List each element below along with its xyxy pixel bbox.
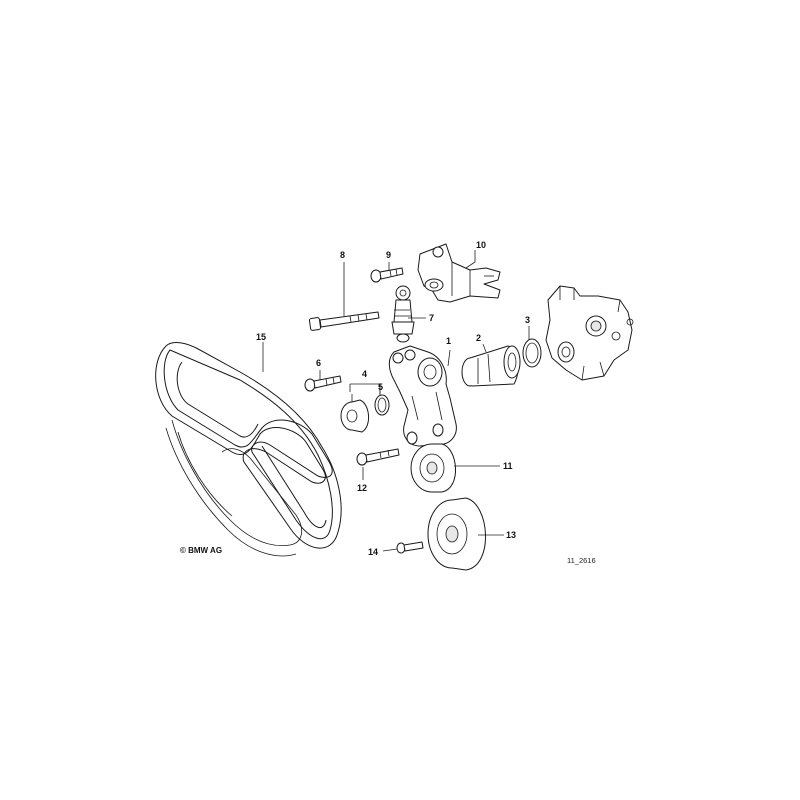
callout-6: 6 (316, 358, 321, 368)
o-ring-large[interactable] (522, 338, 542, 368)
hydraulic-tensioner[interactable] (391, 285, 415, 343)
small-bolt-top[interactable] (370, 267, 404, 283)
leader-lines (262, 250, 530, 552)
callout-11: 11 (503, 461, 513, 471)
tensioner-bracket[interactable] (417, 243, 501, 303)
bolt-left[interactable] (304, 375, 342, 392)
idler-pulley[interactable] (410, 443, 456, 493)
callout-13: 13 (506, 530, 516, 540)
callout-9: 9 (386, 250, 391, 260)
callout-14: 14 (368, 547, 378, 557)
callout-10: 10 (476, 240, 486, 250)
o-ring-small[interactable] (374, 394, 390, 416)
large-pulley[interactable] (427, 497, 486, 571)
tensioner-arm[interactable] (388, 345, 457, 447)
callout-1: 1 (446, 336, 451, 346)
callout-15: 15 (256, 332, 266, 342)
bushing[interactable] (340, 399, 369, 433)
callout-5: 5 (378, 382, 383, 392)
callout-8: 8 (340, 250, 345, 260)
callout-12: 12 (357, 483, 367, 493)
copyright-label: © BMW AG (180, 546, 222, 555)
bolt-pulley[interactable] (396, 541, 424, 554)
long-bolt[interactable] (308, 311, 380, 331)
callout-7: 7 (429, 313, 434, 323)
bearing-sleeve[interactable] (461, 345, 521, 387)
drawing-number: 11_2616 (567, 556, 596, 565)
callout-4: 4 (362, 369, 367, 379)
callout-2: 2 (476, 333, 481, 343)
bolt-bottom[interactable] (356, 448, 400, 466)
engine-housing (545, 285, 634, 381)
ribbed-belt[interactable] (155, 342, 342, 557)
callout-3: 3 (525, 315, 530, 325)
